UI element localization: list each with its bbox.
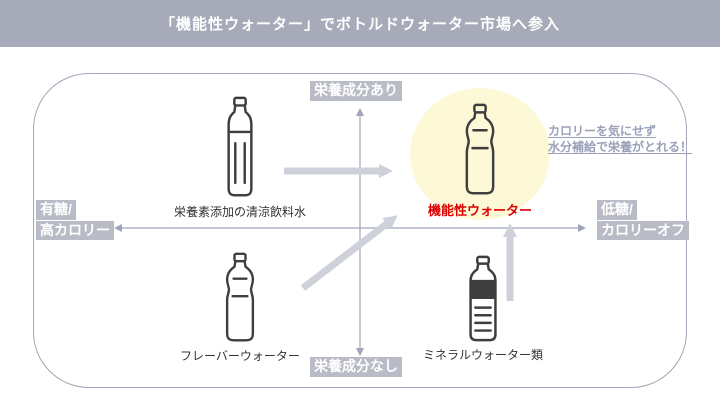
slide-title: 「機能性ウォーター」でボトルドウォーター市場へ参入: [159, 16, 560, 33]
item-mineral-water: ミネラルウォーター類: [393, 255, 573, 363]
pet-bottle-vertical-lines-icon: [227, 96, 253, 197]
contour-bottle-icon: [225, 252, 255, 342]
item-label-highlighted: 機能性ウォーター: [427, 203, 532, 218]
item-label: ミネラルウォーター類: [422, 348, 543, 362]
item-label: フレーバーウォーター: [180, 349, 300, 363]
benefit-annotation-line2: 水分補給で栄養がとれる！: [548, 140, 693, 155]
axis-label-nutrition-yes: 栄養成分あり: [310, 81, 402, 101]
map-frame: [33, 73, 687, 388]
benefit-annotation: カロリーを気にせず 水分補給で栄養がとれる！: [548, 123, 692, 155]
header-bar: 「機能性ウォーター」でボトルドウォーター市場へ参入: [0, 0, 720, 47]
axis-label-low-sugar-calorie-off: 低糖/ カロリーオフ: [597, 200, 689, 241]
contour-bottle-icon: [465, 103, 495, 195]
item-functional-water: 機能性ウォーター: [390, 103, 570, 219]
axis-label-nutrition-no: 栄養成分なし: [310, 357, 402, 377]
benefit-annotation-line1: カロリーを気にせず: [548, 124, 657, 138]
item-nutrient-added-soft-drink: 栄養素添加の清涼飲料水: [150, 96, 330, 220]
item-flavor-water: フレーバーウォーター: [150, 252, 330, 364]
axis-label-sugared-high-calorie: 有糖/ 高カロリー: [36, 200, 114, 241]
item-label: 栄養素添加の清涼飲料水: [173, 205, 306, 219]
highlight-circle: [410, 88, 550, 220]
labeled-bottle-icon: [469, 255, 497, 342]
